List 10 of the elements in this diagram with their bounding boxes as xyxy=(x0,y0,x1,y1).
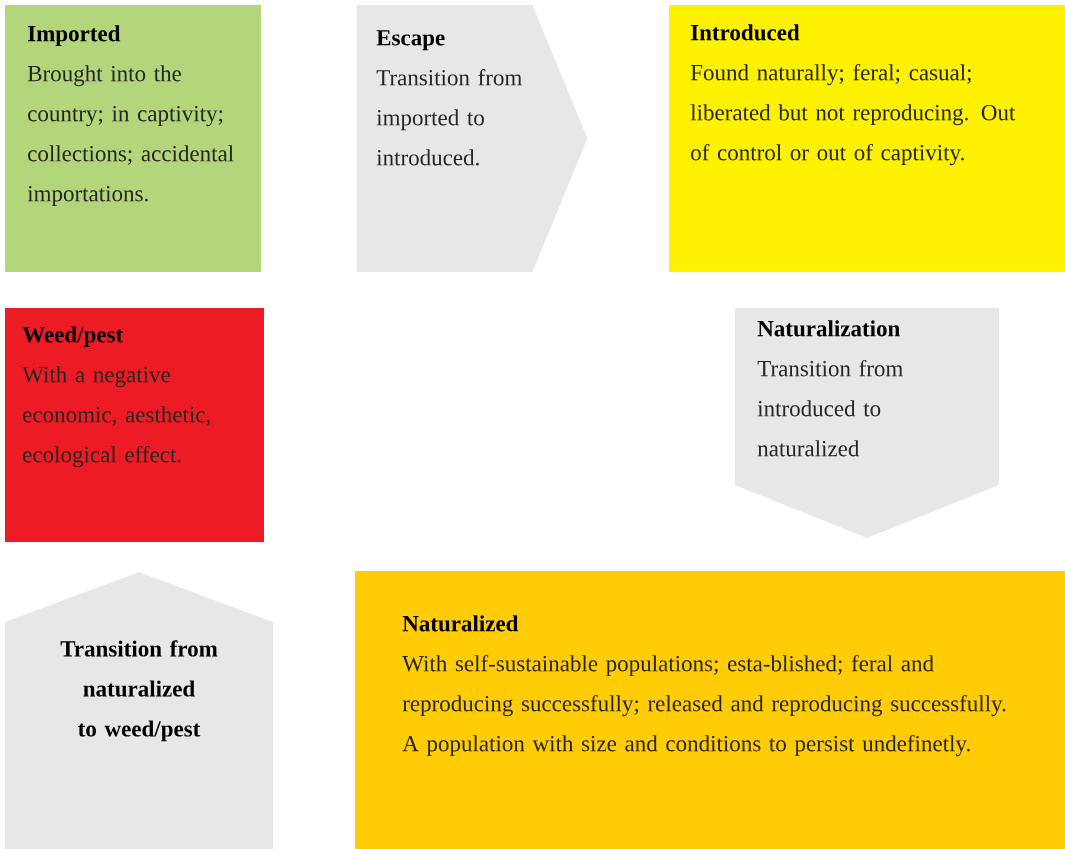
transition-arrow xyxy=(356,5,588,272)
transition-text: Naturalization Transition from introduced to naturalized xyxy=(757,320,903,457)
stage-box: Naturalized With self-sustainable populations; esta-blished; feral and reproducing successfully; released and reproducing successfully. A population with size and conditions to persist undefinetly. xyxy=(355,571,1065,849)
transition-arrow xyxy=(735,308,999,538)
stage-box: Weed/pest With a negative economic, aesthetic, ecological effect. xyxy=(5,308,264,542)
stage-box: Introduced Found naturally; feral; casual; liberated but not reproducing. Out of control or out of captivity. xyxy=(669,5,1065,272)
transition-arrow xyxy=(5,572,273,849)
transition-text: Transition from naturalized to weed/pest xyxy=(60,640,218,742)
stage-box: Imported Brought into the country; in captivity; collections; accidental importations. xyxy=(5,5,261,272)
transition-text: Escape Transition from imported to introduced. xyxy=(376,30,522,166)
